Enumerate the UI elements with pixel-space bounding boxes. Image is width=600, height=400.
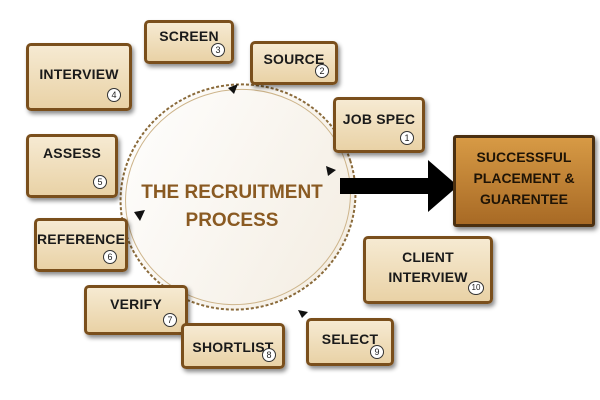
center-title-line1: THE RECRUITMENT [141,182,323,203]
result-line2: PLACEMENT & [473,170,575,186]
step-label: SOURCE [263,51,325,67]
step-number-badge: 10 [468,281,484,295]
step-interview: INTERVIEW 4 [26,43,132,111]
step-label: INTERVIEW [39,66,119,82]
step-label-line1: CLIENT [402,249,454,265]
step-assess: ASSESS 5 [26,134,118,198]
step-verify: VERIFY 7 [84,285,188,335]
result-line3: GUARENTEE [480,191,568,207]
step-number-badge: 5 [93,175,107,189]
step-reference: REFERENCE 6 [34,218,128,272]
step-job-spec: JOB SPEC 1 [333,97,425,153]
result-arrow [340,160,458,212]
step-label: REFERENCE [37,231,126,247]
cycle-arrowhead [326,166,336,176]
center-title-line2: PROCESS [186,210,279,231]
step-label: SHORTLIST [192,339,274,355]
cycle-arrowhead [228,84,238,94]
step-number-badge: 6 [103,250,117,264]
step-select: SELECT 9 [306,318,394,366]
result-line1: SUCCESSFUL [476,149,572,165]
step-number-badge: 3 [211,43,225,57]
step-number-badge: 2 [315,64,329,78]
step-label: VERIFY [110,296,162,312]
result-arrow-head [428,160,458,212]
cycle-arrowhead [134,210,145,221]
step-number-badge: 4 [107,88,121,102]
step-number-badge: 8 [262,348,276,362]
cycle-direction-arrowheads [134,84,336,318]
step-number-badge: 7 [163,313,177,327]
successful-placement-box: SUCCESSFUL PLACEMENT & GUARENTEE [453,135,595,227]
step-label: SCREEN [159,28,219,44]
step-shortlist: SHORTLIST 8 [181,323,285,369]
result-arrow-shaft [340,178,432,194]
step-label-line2: INTERVIEW [388,269,468,285]
step-label: SELECT [321,331,379,347]
step-label: ASSESS [43,145,101,161]
cycle-arrowhead [298,310,308,318]
step-source: SOURCE 2 [250,41,338,85]
step-client-interview: CLIENT INTERVIEW 10 [363,236,493,304]
step-number-badge: 1 [400,131,414,145]
step-label: JOB SPEC [342,111,416,127]
step-screen: SCREEN 3 [144,20,234,64]
step-number-badge: 9 [370,345,384,359]
